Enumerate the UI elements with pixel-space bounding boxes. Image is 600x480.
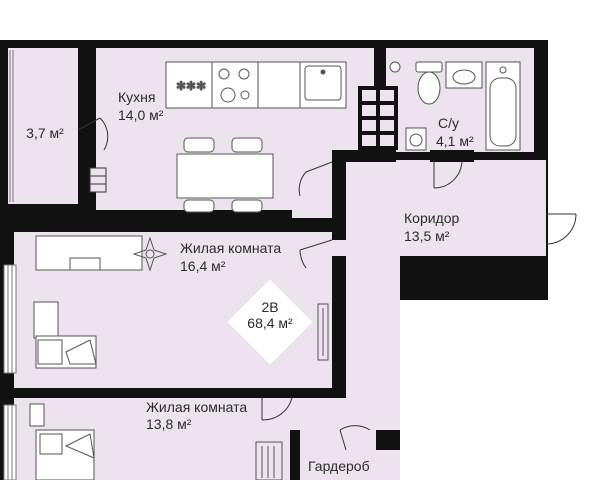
svg-text:✻✻✻: ✻✻✻	[176, 79, 206, 93]
bathroom-name: С/у	[438, 115, 459, 131]
wardrobe-door	[339, 425, 371, 451]
living2-name: Жилая комната	[146, 399, 248, 415]
entrance-door	[545, 213, 577, 245]
kitchen-door	[298, 161, 333, 197]
wall-segment	[332, 150, 346, 240]
living1-furniture	[33, 235, 329, 369]
wall-segment	[290, 430, 300, 480]
wall-segment	[376, 430, 400, 450]
area-badge	[227, 279, 313, 365]
kitchen-area: 14,0 м²	[118, 107, 164, 123]
living1-door	[299, 239, 333, 269]
balcony-floor	[8, 48, 78, 204]
living2-area: 13,8 м²	[146, 416, 192, 432]
vent-shaft	[358, 86, 398, 150]
wall-segment	[14, 218, 332, 232]
apartment-total-area: 68,4 м²	[247, 315, 293, 331]
balcony-door	[77, 117, 109, 193]
corridor-area: 13,5 м²	[404, 228, 450, 244]
bathroom-area: 4,1 м²	[436, 133, 474, 149]
balcony-window	[9, 50, 14, 202]
corridor-name: Коридор	[404, 210, 460, 226]
dining-table	[176, 137, 274, 213]
plant-icon	[132, 236, 168, 272]
living1-area: 16,4 м²	[180, 258, 226, 274]
side-windows	[3, 264, 17, 480]
living1-name: Жилая комната	[180, 240, 282, 256]
bathroom-fixtures	[389, 61, 521, 151]
outside-area	[400, 300, 600, 480]
wardrobe-name: Гардероб	[308, 458, 370, 474]
wall-segment	[332, 262, 346, 388]
wall-segment	[332, 150, 396, 162]
kitchen-counter: ✻✻✻	[165, 61, 347, 109]
living2-furniture	[29, 403, 283, 480]
living2-door	[261, 397, 293, 421]
kitchen-name: Кухня	[118, 89, 156, 105]
wall-segment	[14, 388, 304, 398]
balcony-area: 3,7 м²	[26, 125, 64, 141]
bathroom-door	[430, 150, 474, 189]
apartment-type: 2В	[261, 299, 279, 315]
